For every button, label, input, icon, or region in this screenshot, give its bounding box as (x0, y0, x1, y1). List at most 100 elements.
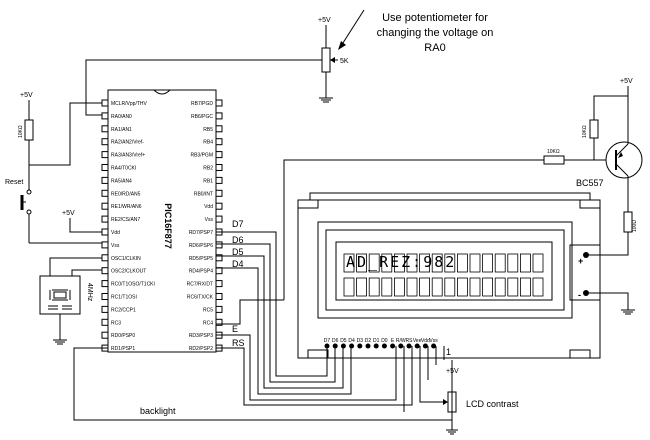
svg-text:E: E (391, 338, 395, 344)
svg-text:D3: D3 (357, 338, 364, 344)
svg-text:RD6/PSP6: RD6/PSP6 (189, 243, 213, 249)
resistor-base-100 (283, 155, 606, 300)
lcd-pin: D7 (324, 338, 331, 349)
lcd-cell (368, 253, 380, 273)
lcd-pin1-label: 1 (446, 347, 451, 357)
svg-text:RD1/PSP1: RD1/PSP1 (111, 346, 135, 352)
chip-pin-left: RD1/PSP1 (101, 344, 135, 352)
svg-text:Vdd: Vdd (421, 338, 430, 344)
svg-text:RC7/RX/DT: RC7/RX/DT (187, 282, 213, 288)
chip-pin-right: RD6/PSP6 (189, 241, 223, 249)
lcd-cell (532, 277, 544, 297)
lcd-cell (431, 277, 443, 297)
svg-text:D2: D2 (365, 338, 372, 344)
svg-text:R/W: R/W (396, 338, 406, 344)
lcd-cell (482, 277, 494, 297)
svg-text:+: + (578, 256, 583, 266)
lcd-character-cells (343, 253, 544, 297)
potentiometer-5k[interactable] (319, 25, 338, 103)
chip-pin-right: RB4 (203, 138, 223, 146)
lcd-pin: R/W (396, 338, 406, 349)
lcd-pin: D4 (348, 338, 355, 349)
svg-text:RD3/PSP3: RD3/PSP3 (189, 333, 213, 339)
chip-pin-left: RA3/AN3/Vref+ (101, 151, 145, 159)
chip-right-pins: RB7/PGDRB6/PGCRB5RB4RB3/PGMRB2RB1RB0/INT… (187, 99, 223, 352)
svg-text:RC6/TX/CK: RC6/TX/CK (187, 295, 214, 301)
lcd-cell (356, 277, 368, 297)
svg-text:RA1/AN1: RA1/AN1 (111, 127, 132, 133)
svg-text:RA2/AN2/Vref-: RA2/AN2/Vref- (111, 140, 144, 146)
svg-text:RD5/PSP5: RD5/PSP5 (189, 256, 213, 262)
pot-value-label: 5K (340, 58, 349, 65)
lcd-module (297, 192, 601, 359)
svg-text:RA3/AN3/Vref+: RA3/AN3/Vref+ (111, 153, 145, 159)
svg-text:Vss: Vss (111, 243, 120, 249)
resistor-100-label: 100Ω (632, 220, 638, 232)
crystal-oscillator (39, 257, 108, 345)
svg-text:RB0/INT: RB0/INT (194, 191, 213, 197)
bus-label-d4: D4 (232, 259, 244, 269)
svg-text:D1: D1 (373, 338, 380, 344)
resistor-100-collector (589, 211, 633, 256)
chip-pin-right: RD4/PSP4 (189, 267, 223, 275)
chip-pin-left: OSC1/CLKIN (101, 254, 141, 262)
chip-pin-right: RC6/TX/CK (187, 293, 223, 301)
lcd-pin: Vdd (421, 338, 430, 349)
resistor-10k-base (589, 86, 629, 160)
svg-text:Vdd: Vdd (204, 204, 213, 210)
svg-text:MCLR/Vpp/THV: MCLR/Vpp/THV (111, 101, 148, 107)
note-line-3: RA0 (424, 42, 445, 54)
chip-pin-right: RB0/INT (194, 189, 223, 197)
chip-pin-left: MCLR/Vpp/THV (101, 99, 148, 107)
chip-pin-right: RB6/PGC (191, 112, 223, 120)
svg-text:RB4: RB4 (203, 140, 213, 146)
svg-text:RC5: RC5 (203, 307, 213, 313)
chip-pin-left: RE1/WR/AN6 (101, 202, 142, 210)
svg-text:D4: D4 (348, 338, 355, 344)
contrast-potentiometer[interactable] (419, 346, 458, 435)
chip-pin-right: RC7/RX/DT (187, 280, 223, 288)
chip-pin-left: RC0/T1OSO/T1CKI (101, 280, 155, 288)
lcd-cell (520, 277, 531, 297)
chip-pin-left: RA0/AN0 (101, 112, 132, 120)
svg-text:RB3/PGM: RB3/PGM (190, 153, 213, 159)
lcd-cell (494, 253, 506, 273)
svg-text:RC0/T1OSO/T1CKI: RC0/T1OSO/T1CKI (111, 282, 155, 288)
bus-label-rs: RS (232, 338, 245, 348)
chip-pin-left: RC3 (101, 318, 121, 326)
lcd-pin: E (390, 338, 396, 349)
chip-pin-left: RA5/AN4 (101, 176, 132, 184)
reset-button[interactable] (20, 189, 32, 243)
lcd-cell (507, 253, 519, 273)
svg-text:RB1: RB1 (203, 178, 213, 184)
svg-text:D7: D7 (324, 338, 331, 344)
lcd-cell (419, 253, 431, 273)
svg-text:RB6/PGC: RB6/PGC (191, 114, 213, 120)
svg-text:RC2/CCP1: RC2/CCP1 (111, 307, 136, 313)
lcd-cell (507, 277, 519, 297)
lcd-cell (469, 253, 481, 273)
backlight-terminals: + - (578, 252, 589, 300)
lcd-pin: Vee (413, 338, 422, 349)
transistor-label: BC557 (576, 178, 604, 188)
svg-text:RS: RS (406, 338, 414, 344)
chip-pin-left: RE2/CS/AN7 (101, 215, 140, 223)
chip-pin-left: OSC2/CLKOUT (101, 267, 146, 275)
svg-text:RA5/AN4: RA5/AN4 (111, 178, 132, 184)
lcd-cell (356, 253, 368, 273)
chip-name: PIC16F877 (163, 203, 173, 249)
svg-text:OSC2/CLKOUT: OSC2/CLKOUT (111, 269, 146, 275)
backlight-ground (589, 292, 635, 315)
lcd-cell (444, 277, 456, 297)
lcd-pin: D3 (357, 338, 364, 349)
bus-label-d5: D5 (232, 247, 244, 257)
chip-pin-right: RC5 (203, 305, 223, 313)
svg-text:D6: D6 (332, 338, 339, 344)
chip-pin-right: RB3/PGM (190, 151, 223, 159)
chip-pin-right: RD2/PSP2 (189, 344, 223, 352)
chip-pin-right: RD5/PSP5 (189, 254, 223, 262)
lcd-contrast-label: LCD contrast (466, 399, 519, 409)
lcd-cell (368, 277, 380, 297)
chip-pin-left: RD0/PSP0 (101, 331, 135, 339)
